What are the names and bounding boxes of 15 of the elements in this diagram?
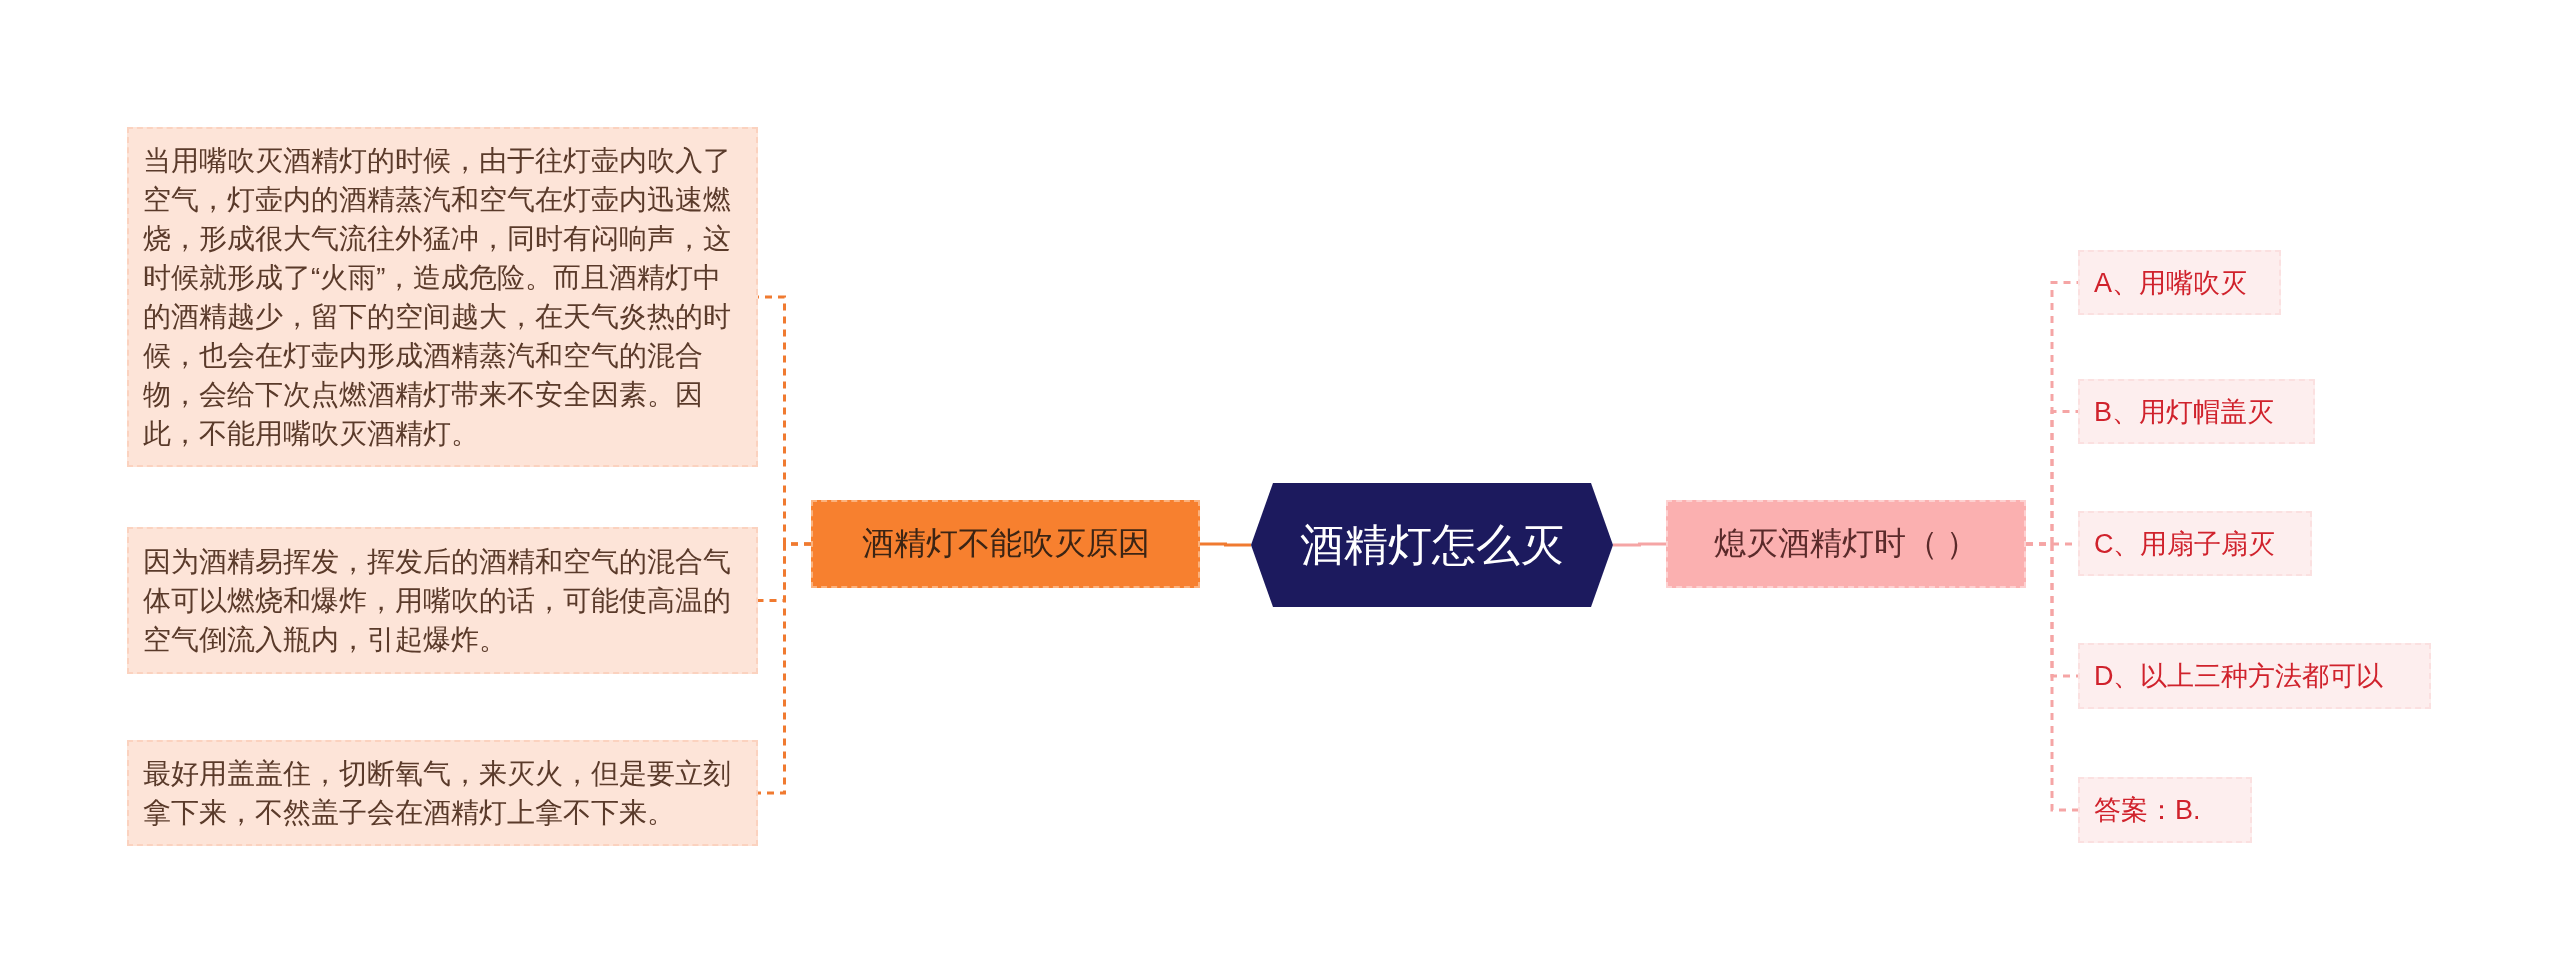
option-box: 答案：B.: [2078, 777, 2252, 843]
branch-box: 熄灭酒精灯时（ ）: [1666, 500, 2026, 588]
note-box: 当用嘴吹灭酒精灯的时候，由于往灯壶内吹入了空气，灯壶内的酒精蒸汽和空气在灯壶内迅速燃烧，形成很大气流往外猛冲，同时有闷响声，这时候就形成了“火雨”，造成危险。而且酒精灯中的酒精越少，留下的空间越大，在天气炎热的时候，也会在灯壶内形成酒精蒸汽和空气的混合物，会给下次点燃酒精灯带来不安全因素。因此，不能用嘴吹灭酒精灯。: [127, 127, 758, 467]
option-box: C、用扇子扇灭: [2078, 511, 2312, 576]
note-box: 最好用盖盖住，切断氧气，来灭火，但是要立刻拿下来，不然盖子会在酒精灯上拿不下来。: [127, 740, 758, 846]
connector-line: [1200, 542, 1251, 547]
connector-line: [2026, 542, 2078, 812]
connector-line: [1613, 542, 1666, 547]
topic-hexagon: 酒精灯怎么灭: [1251, 483, 1613, 607]
option-box: D、以上三种方法都可以: [2078, 643, 2431, 709]
option-box: A、用嘴吹灭: [2078, 250, 2281, 315]
connector-line: [758, 542, 811, 795]
branch-box: 酒精灯不能吹灭原因: [811, 500, 1200, 588]
note-box: 因为酒精易挥发，挥发后的酒精和空气的混合气体可以燃烧和爆炸，用嘴吹的话，可能使高温的空气倒流入瓶内，引起爆炸。: [127, 527, 758, 674]
option-box: B、用灯帽盖灭: [2078, 379, 2315, 444]
